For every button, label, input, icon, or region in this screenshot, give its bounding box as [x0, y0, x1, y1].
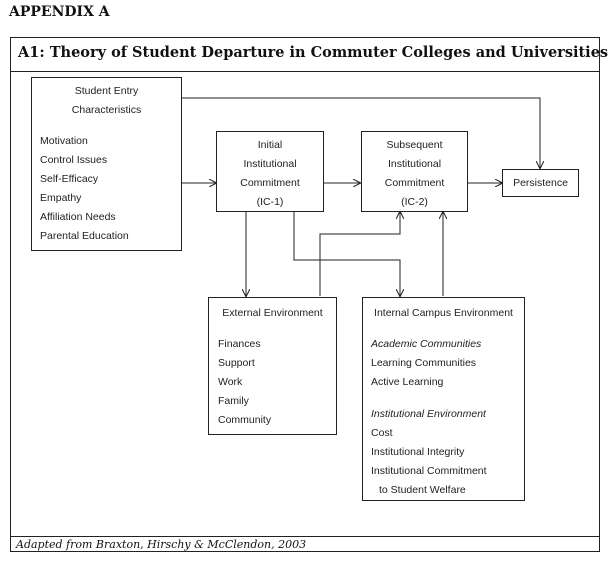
persistence-label: Persistence [513, 177, 568, 189]
external-item: Finances [218, 338, 261, 350]
arrow-entry-to-persistence [182, 97, 540, 168]
figure-caption: Adapted from Braxton, Hirschy & McClendo… [16, 538, 307, 551]
ic2-line: (IC-2) [401, 196, 428, 208]
ic1-line: (IC-1) [256, 196, 284, 208]
persistence-box: Persistence [502, 169, 579, 197]
internal-item: Learning Communities [371, 357, 477, 369]
institutional-environment-heading: Institutional Environment [371, 408, 486, 420]
arrow-ic1-to-internal [293, 212, 400, 296]
internal-item: Cost [371, 427, 393, 439]
internal-item: Active Learning [371, 376, 444, 388]
entry-item: Motivation [40, 135, 88, 147]
figure-title-row: A1: Theory of Student Departure in Commu… [10, 37, 608, 72]
caption-divider [10, 536, 600, 537]
entry-item: Empathy [40, 192, 82, 204]
entry-item: Parental Education [40, 230, 129, 242]
ic1-line: Institutional [243, 158, 297, 170]
external-title: External Environment [222, 307, 323, 319]
entry-title-line-2: Characteristics [71, 104, 142, 116]
internal-item: Institutional Integrity [371, 446, 465, 458]
ic2-line: Institutional [387, 158, 442, 170]
internal-title: Internal Campus Environment [374, 307, 513, 319]
internal-campus-box: Internal Campus Environment Academic Com… [362, 297, 525, 501]
internal-item: to Student Welfare [379, 484, 466, 496]
internal-item: Institutional Commitment [371, 465, 487, 477]
initial-commitment-box: Initial Institutional Commitment (IC-1) [216, 131, 324, 212]
entry-item: Self-Efficacy [40, 173, 99, 185]
external-item: Community [218, 414, 272, 426]
entry-title-line-1: Student Entry [74, 85, 139, 97]
figure-title: A1: Theory of Student Departure in Commu… [18, 44, 609, 61]
external-environment-box: External Environment Finances Support Wo… [208, 297, 337, 435]
entry-item: Control Issues [40, 154, 108, 166]
student-entry-box: Student Entry Characteristics Motivation… [31, 77, 182, 251]
subsequent-commitment-box: Subsequent Institutional Commitment (IC-… [361, 131, 468, 212]
external-item: Work [218, 376, 243, 388]
ic1-line: Initial [257, 139, 283, 151]
ic2-line: Subsequent [386, 139, 443, 151]
ic1-line: Commitment [240, 177, 300, 189]
external-item: Support [218, 357, 255, 369]
external-item: Family [218, 395, 249, 407]
ic2-line: Commitment [384, 177, 445, 189]
academic-communities-heading: Academic Communities [371, 338, 482, 350]
entry-item: Affiliation Needs [40, 211, 116, 223]
arrow-external-to-ic2 [319, 212, 400, 296]
appendix-heading: APPENDIX A [9, 4, 110, 20]
figure-frame [10, 37, 600, 552]
